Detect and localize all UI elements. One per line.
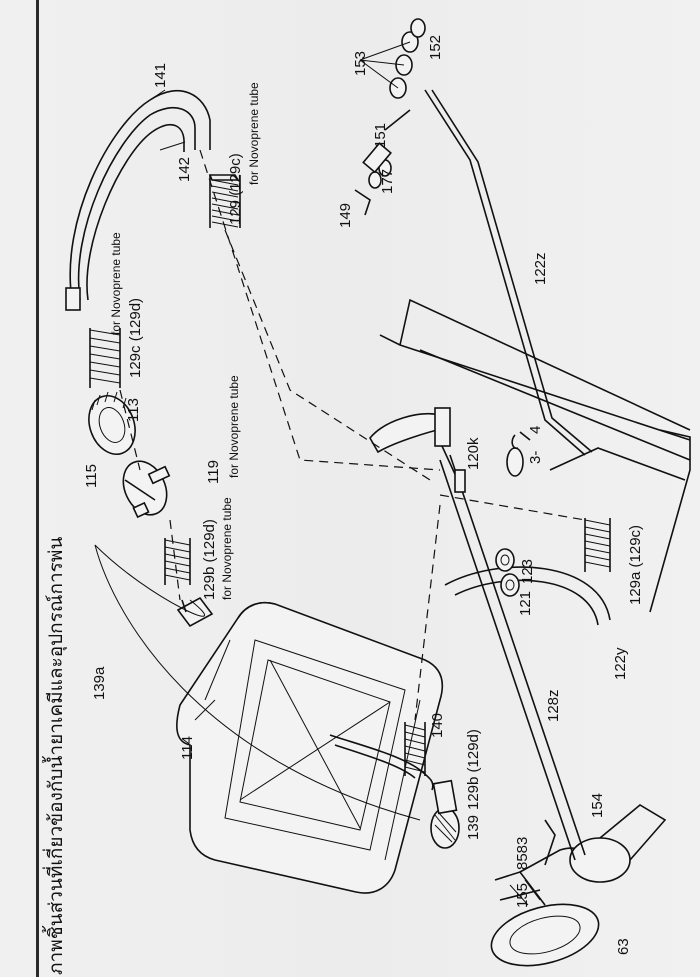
label-129b-upper: 129b (129d) xyxy=(201,519,218,600)
spring-129b-mid xyxy=(404,722,426,776)
note-novoprene-129b: for Novoprene tube xyxy=(220,497,234,600)
note-novoprene-119: for Novoprene tube xyxy=(227,375,241,478)
label-3: 3- xyxy=(527,451,544,464)
label-142: 142 xyxy=(176,157,193,182)
label-151: 151 xyxy=(372,123,389,148)
label-123: 123 xyxy=(519,559,536,584)
label-152: 152 xyxy=(427,35,444,60)
leader-lines xyxy=(94,41,421,821)
label-8583: 8583 xyxy=(514,837,531,870)
inline-filter-115 xyxy=(122,460,171,519)
frame-boom xyxy=(379,89,691,861)
label-119: 119 xyxy=(205,460,222,484)
spring-129a xyxy=(584,518,611,572)
label-114: 114 xyxy=(179,736,196,760)
label-121: 121 xyxy=(517,591,534,616)
label-122y: 122y xyxy=(612,647,629,680)
label-139a: 139a xyxy=(91,666,108,700)
spring-129 xyxy=(208,174,241,228)
label-4: 4 xyxy=(527,426,544,434)
pump-base-63 xyxy=(490,804,667,967)
note-novoprene-129c: for Novoprene tube xyxy=(109,232,123,335)
label-139: 139 xyxy=(465,815,482,840)
label-140: 140 xyxy=(429,713,446,738)
label-120k: 120k xyxy=(465,437,482,470)
label-155: 155 xyxy=(514,883,531,908)
label-122z: 122z xyxy=(532,252,549,285)
label-129: 129 (129c) xyxy=(227,153,244,225)
label-113: 113 xyxy=(125,398,142,422)
nuts-121-123 xyxy=(495,548,520,597)
lever-120k xyxy=(369,407,466,493)
label-129a: 129a (129c) xyxy=(627,525,644,605)
frame-border xyxy=(36,0,39,977)
diagram-title: ภาพชิ้นส่วนที่เกี่ยวข้องกับน้ำยาเคมีและอ… xyxy=(42,537,68,975)
hose-141 xyxy=(65,89,211,311)
small-parts-3-4 xyxy=(506,431,531,477)
label-128z: 128z xyxy=(545,689,562,722)
cap-113 xyxy=(88,391,136,455)
label-154: 154 xyxy=(589,793,606,818)
tank-114 xyxy=(176,596,460,894)
nozzle-assembly xyxy=(354,109,411,216)
label-149: 149 xyxy=(337,203,354,228)
note-novoprene-129: for Novoprene tube xyxy=(247,82,261,185)
label-141: 141 xyxy=(152,63,169,88)
spring-129c xyxy=(89,328,121,388)
label-115: 115 xyxy=(83,464,100,488)
connection-lines xyxy=(119,149,586,721)
label-177: 177 xyxy=(379,169,396,194)
label-129c: 129c (129d) xyxy=(127,298,144,378)
label-63: 63 xyxy=(615,938,632,955)
label-129b-mid: 129b (129d) xyxy=(465,729,482,810)
spring-129b-upper xyxy=(164,538,191,585)
label-153: 153 xyxy=(352,51,369,76)
part-labels: 113 115 119 for Novoprene tube 129b (129… xyxy=(83,35,644,955)
